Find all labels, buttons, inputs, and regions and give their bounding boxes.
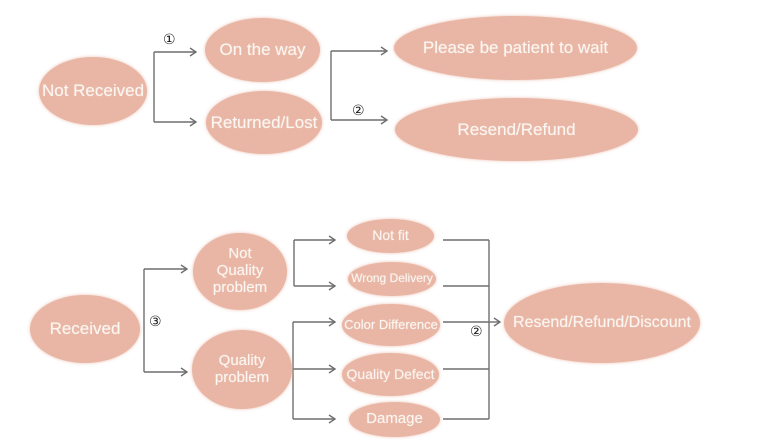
node-not-received: Not Received	[39, 57, 147, 125]
node-label: Resend/Refund	[457, 119, 576, 139]
node-label: Quality problem	[214, 351, 270, 386]
merge-to-resolution	[443, 239, 502, 420]
bracket-not-quality-problem	[293, 235, 337, 291]
node-not-fit: Not fit	[347, 219, 434, 253]
node-label: Received	[49, 319, 121, 339]
node-quality-problem: Quality problem	[192, 330, 292, 409]
node-damage: Damage	[349, 402, 440, 437]
node-label: Returned/Lost	[210, 112, 318, 132]
node-label: Color Difference	[344, 316, 438, 332]
step-marker-2-bottom: ②	[470, 323, 483, 339]
node-label: Not Quality problem	[212, 245, 268, 296]
node-label: Not fit	[372, 227, 409, 244]
bracket-on-the-way-returned-lost	[330, 46, 389, 125]
step-marker-3: ③	[149, 313, 162, 329]
step-marker-2-top: ②	[352, 102, 365, 118]
node-color-difference: Color Difference	[342, 304, 440, 346]
node-label: On the way	[219, 40, 306, 60]
node-received: Received	[30, 295, 140, 363]
node-wrong-delivery: Wrong Delivery	[348, 262, 436, 296]
node-resend-refund: Resend/Refund	[395, 98, 638, 161]
node-label: Quality Defect	[346, 365, 435, 382]
step-marker-1: ①	[163, 31, 176, 47]
node-please-be-patient: Please be patient to wait	[394, 16, 637, 80]
bracket-quality-problem	[292, 317, 337, 424]
node-on-the-way: On the way	[205, 18, 320, 82]
node-label: Damage	[366, 410, 423, 428]
node-not-quality-problem: Not Quality problem	[193, 233, 287, 310]
node-quality-defect: Quality Defect	[342, 353, 439, 396]
node-label: Resend/Refund/Discount	[513, 314, 691, 332]
node-label: Not Received	[41, 81, 145, 101]
node-label: Wrong Delivery	[351, 271, 433, 286]
node-returned-lost: Returned/Lost	[206, 91, 322, 154]
node-resend-refund-discount: Resend/Refund/Discount	[504, 283, 700, 363]
bracket-received	[143, 264, 189, 377]
bracket-not-received	[153, 47, 198, 127]
node-label: Please be patient to wait	[422, 38, 609, 58]
